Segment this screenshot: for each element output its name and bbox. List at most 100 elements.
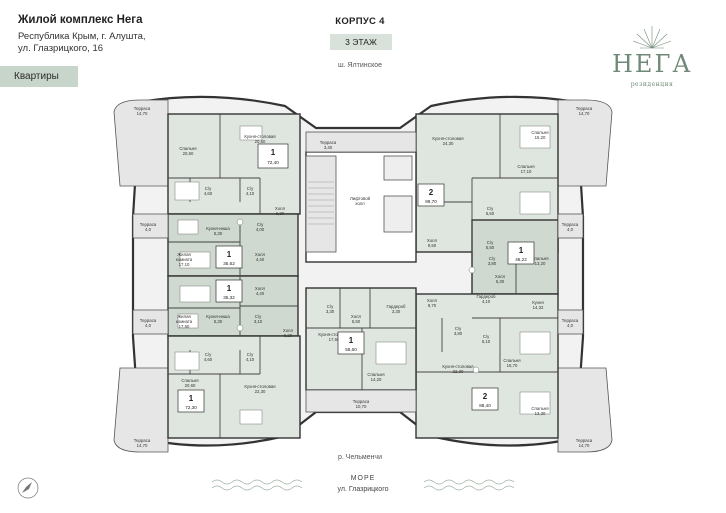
terrace-l1[interactable] — [132, 213, 169, 239]
address-line-1: Республика Крым, г. Алушта, — [18, 31, 146, 42]
road-top-label: ш. Ялтинское — [337, 62, 383, 69]
logo-subtitle: резиденция — [630, 81, 674, 88]
waves-right-icon — [424, 479, 514, 491]
badge-rooms: 1 — [519, 246, 524, 255]
sea-label: МОРЕ — [350, 475, 376, 482]
furniture — [174, 125, 551, 425]
badge-apartment-8: 2 88,40 — [471, 387, 499, 411]
apartment-2-88-40[interactable] — [415, 293, 559, 439]
complex-title: Жилой комплекс Нега — [18, 14, 143, 26]
apartments-button[interactable]: Квартиры — [0, 66, 78, 87]
badge-rooms: 1 — [227, 284, 232, 293]
badge-apartment-2: 2 89,70 — [417, 183, 445, 207]
badge-area: 72,40 — [267, 160, 279, 165]
address-line-2: ул. Глазрицкого, 16 — [18, 43, 104, 54]
compass-icon — [17, 477, 39, 499]
apartment-badges[interactable]: 1 72,40 2 89,70 1 35,62 1 46,22 1 35,32 … — [177, 143, 535, 413]
stairs — [308, 181, 334, 225]
badge-rooms: 1 — [227, 250, 232, 259]
stairwell — [305, 155, 337, 253]
room-circles — [236, 218, 480, 374]
badge-rooms: 1 — [271, 148, 276, 157]
floor-selector-button[interactable]: 3 ЭТАЖ — [330, 34, 392, 50]
badge-area: 35,62 — [223, 261, 235, 266]
badge-area: 72,30 — [185, 405, 197, 410]
badge-apartment-3: 1 35,62 — [215, 245, 243, 269]
sunburst-icon — [632, 26, 672, 49]
badge-area: 46,22 — [515, 257, 527, 262]
waves-left-icon — [212, 479, 302, 491]
nega-logo[interactable]: НЕГА резиденция — [612, 20, 692, 90]
badge-apartment-7: 1 72,30 — [177, 389, 205, 413]
road-bottom-label: р. Чельменчи — [338, 454, 382, 461]
badge-area: 88,40 — [479, 403, 491, 408]
terrace-l2[interactable] — [132, 309, 169, 335]
badge-apartment-6: 1 58,60 — [337, 331, 365, 355]
terrace-bottom[interactable] — [305, 389, 417, 413]
badge-area: 35,32 — [223, 295, 235, 300]
lift-2 — [383, 195, 413, 233]
sea-street-label: ул. Глазрицкого — [337, 486, 389, 493]
terrace-r1[interactable] — [557, 213, 584, 239]
badge-area: 58,60 — [345, 347, 357, 352]
terrace-r2[interactable] — [557, 309, 584, 335]
badge-apartment-5: 1 35,32 — [215, 279, 243, 303]
logo-word: НЕГА — [612, 50, 693, 78]
interior-walls — [168, 114, 558, 438]
terrace-top[interactable] — [305, 131, 417, 153]
badge-rooms: 1 — [189, 394, 194, 403]
badge-rooms: 2 — [483, 392, 488, 401]
badge-area: 89,70 — [425, 199, 437, 204]
